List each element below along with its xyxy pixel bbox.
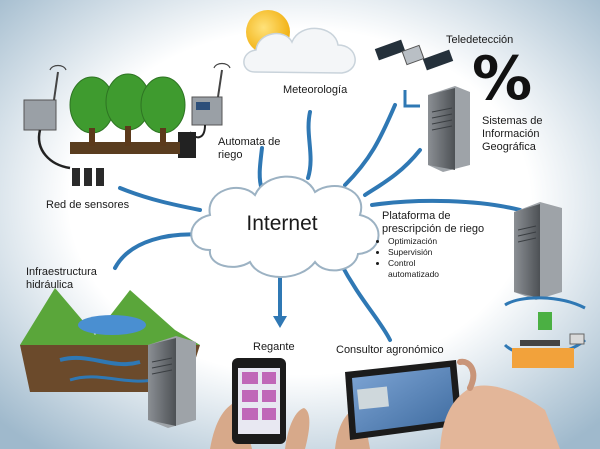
plataforma-feature: Optimización — [388, 236, 468, 247]
sig-label-line: Información — [482, 128, 540, 140]
internet-label: Internet — [246, 212, 318, 235]
sensor-network-illustration — [23, 64, 186, 186]
teledeteccion-label: Teledetección — [446, 34, 514, 46]
internet-cloud — [190, 175, 380, 278]
connector-plataforma — [370, 198, 522, 212]
sig-server-icon — [428, 86, 470, 172]
infraestructura-label-line: Infraestructura — [26, 266, 97, 278]
connector-sig — [363, 148, 422, 197]
plataforma-label: Plataforma de prescripción de riego — [382, 210, 484, 236]
infraestructura-label: Infraestructura hidráulica — [26, 266, 97, 292]
plataforma-feature: Supervisión — [388, 247, 468, 258]
regante-label: Regante — [253, 341, 295, 353]
automata-label-line: riego — [218, 149, 243, 161]
automata-label: Automata de riego — [218, 136, 280, 162]
connector-meteorologia — [306, 110, 313, 180]
satellite-icon — [374, 39, 454, 108]
plataforma-label-line: Plataforma de — [382, 210, 451, 222]
controller-device-icon — [178, 62, 231, 158]
red-sensores-label: Red de sensores — [46, 199, 130, 211]
irrigation-scheme-icon — [503, 296, 587, 368]
plataforma-feature-list: Optimización Supervisión Control automat… — [374, 236, 468, 280]
connector-sensores — [118, 186, 202, 212]
automata-label-line: Automata de — [218, 136, 281, 148]
consultor-label: Consultor agronómico — [336, 344, 444, 356]
weather-icon — [243, 10, 356, 74]
infraestructura-label-line: hidráulica — [26, 279, 74, 291]
platform-server-icon — [514, 202, 562, 300]
meteorologia-label: Meteorología — [283, 84, 348, 96]
connector-teledeteccion — [343, 103, 397, 187]
plataforma-feature: Control automatizado — [388, 258, 468, 280]
plataforma-label-line: prescripción de riego — [382, 223, 485, 235]
sig-label-line: Sistemas de — [482, 115, 543, 127]
sig-label-line: Geográfica — [482, 141, 536, 153]
connector-consultor — [338, 260, 392, 342]
tablet-icon — [335, 358, 560, 449]
hydraulic-server-icon — [148, 336, 196, 428]
sig-label: Sistemas de Información Geográfica — [482, 115, 543, 154]
smartphone-icon — [210, 358, 310, 449]
percent-symbol: % — [472, 44, 533, 114]
